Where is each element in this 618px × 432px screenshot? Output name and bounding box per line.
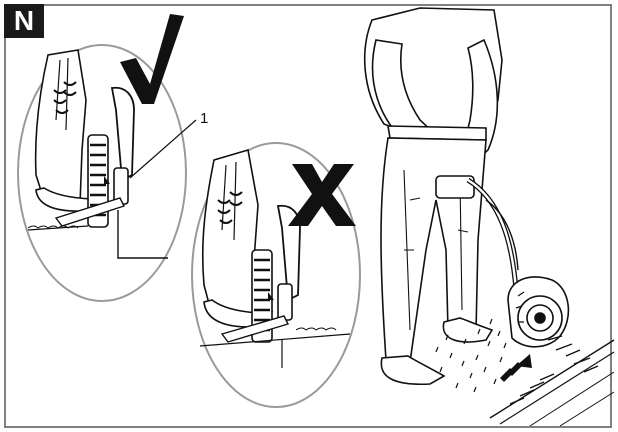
correct-detail-zoom: [17, 44, 197, 302]
debris: [435, 318, 507, 393]
figure-tag: N: [4, 4, 44, 38]
check-mark-icon: [120, 14, 184, 104]
curb: [489, 335, 615, 427]
operator-illustration: [363, 7, 570, 386]
direction-arrows-icon: [500, 354, 532, 382]
callout-number: 1: [200, 110, 208, 127]
x-mark-icon: [288, 164, 356, 226]
